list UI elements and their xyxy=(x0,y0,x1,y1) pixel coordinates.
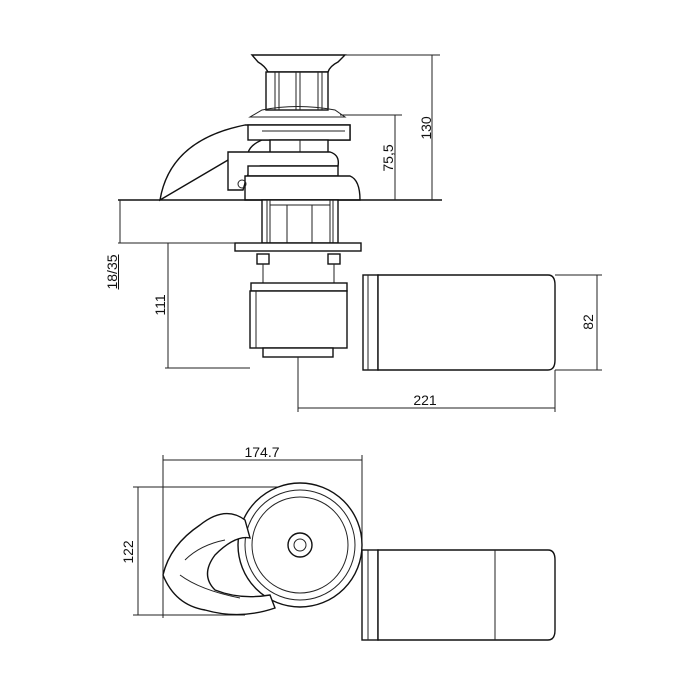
dim-below-deck: 111 xyxy=(152,294,168,316)
side-view xyxy=(118,54,602,412)
chain-pipe xyxy=(162,512,276,616)
motor-top xyxy=(377,549,556,641)
dim-above-deck: 75,5 xyxy=(380,144,396,172)
dim-total-height: 130 xyxy=(418,116,434,140)
motor-top-flange xyxy=(361,549,379,641)
dim-motor-diameter: 82 xyxy=(580,314,596,330)
motor xyxy=(377,274,556,371)
bolts xyxy=(256,253,341,285)
gypsy-hub xyxy=(287,532,313,558)
capstan-cap xyxy=(250,54,347,73)
gearbox xyxy=(249,290,348,349)
mount-plate xyxy=(234,242,362,252)
dim-width: 174.7 xyxy=(244,444,280,460)
motor-flange xyxy=(362,274,379,371)
dim-depth: 122 xyxy=(120,540,136,564)
dim-deck-thickness: 18/35 xyxy=(104,254,120,290)
top-view xyxy=(133,455,556,641)
dim-motor-length: 221 xyxy=(413,392,437,408)
